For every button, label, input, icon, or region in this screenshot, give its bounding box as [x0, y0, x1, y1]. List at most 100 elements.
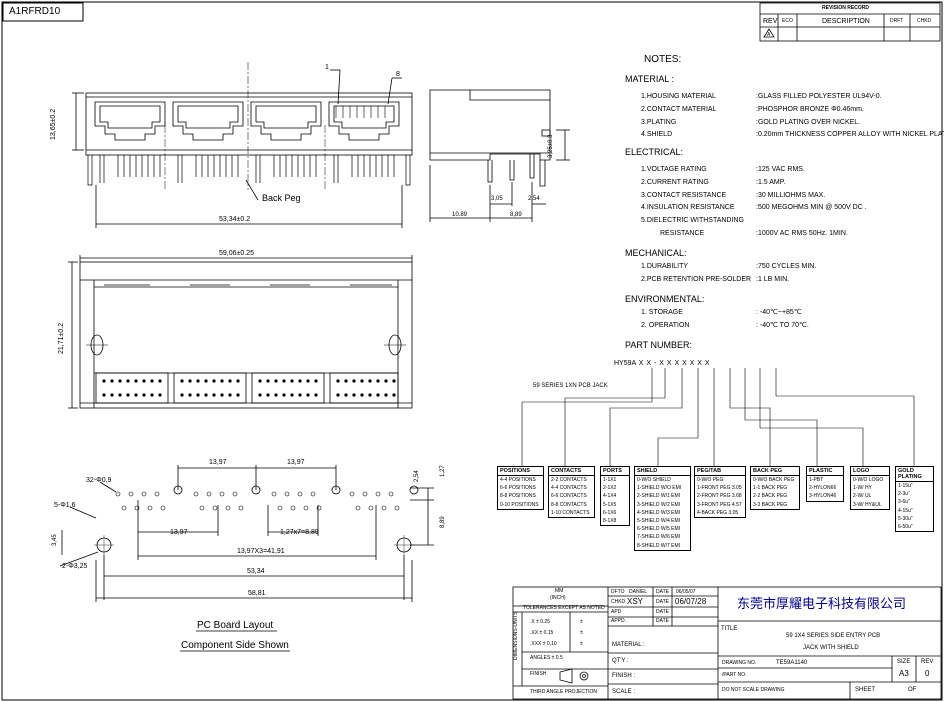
pcb-hole — [381, 505, 387, 511]
contact-dot — [360, 379, 364, 383]
contact-dot — [266, 379, 270, 383]
pcb-dim-13-97-a: 13,97 — [209, 459, 227, 466]
environmental-item-label: 1. STORAGE — [641, 309, 683, 316]
contact-dot — [344, 393, 348, 397]
option-box-item: 1-FRONT PEG 3.05 — [697, 485, 742, 492]
option-box-item: 1-15u" — [898, 483, 913, 489]
option-box-item: 0-W/O BACK PEG — [753, 477, 795, 483]
option-box-item: 2-W/ UL — [853, 493, 872, 500]
electrical-item-value: :30 MILLIOHMS MAX. — [756, 191, 826, 199]
option-box-item: 6-6 POSITIONS — [500, 485, 536, 492]
pcb-hole — [232, 491, 238, 497]
mechanical-heading: MECHANICAL: — [625, 248, 687, 258]
contact-dot — [150, 393, 154, 397]
part-number-heading: PART NUMBER: — [625, 340, 693, 350]
option-box-title: PORTS — [601, 467, 629, 476]
tb-date2-label: DATE — [656, 599, 669, 605]
option-box-item: 6-1X6 — [603, 509, 617, 516]
tb-dfto: DFTO — [611, 589, 625, 595]
dim-height-13-65: 13,65±0.2 — [50, 108, 57, 140]
contact-dot — [158, 393, 162, 397]
pcb-hole — [141, 491, 147, 497]
option-box-item: 4-4 CONTACTS — [551, 485, 587, 492]
back-peg-label: Back Peg — [262, 193, 301, 203]
contact-dot — [298, 393, 302, 397]
dim-width-53-34: 53,34±0.2 — [219, 216, 251, 223]
contact-dot — [314, 379, 318, 383]
option-box-item: 2-2 CONTACTS — [551, 477, 587, 483]
pcb-hole — [297, 491, 303, 497]
contact-dot — [196, 379, 200, 383]
contact-dot — [290, 393, 294, 397]
tb-drawing-no: TE59A1140 — [776, 660, 808, 666]
option-box-item: 8-8 CONTACTS — [551, 501, 587, 508]
environmental-heading: ENVIRONMENTAL: — [625, 294, 705, 304]
revision-col-description: DESCRIPTION — [822, 18, 870, 25]
option-box-item: 3-W/ HY&UL — [853, 501, 882, 508]
contact-dot — [266, 393, 270, 397]
contact-dot — [236, 393, 240, 397]
tb-dimensions-units: DIMENSIONS-UNITS — [513, 611, 519, 660]
tolerance-label: .XXX ± 0.10 — [530, 641, 557, 647]
option-box-item: 0-W/O LOGO — [853, 477, 884, 483]
material-item-value: :GOLD PLATING OVER NICKEL. — [756, 118, 861, 126]
pcb-hole — [284, 491, 290, 497]
pcb-hole — [154, 491, 160, 497]
pcb-hole — [310, 491, 316, 497]
material-item-label: 1.HOUSING MATERIAL — [641, 93, 716, 100]
tb-rev-label: REV — [921, 659, 934, 665]
dim-59-06: 59,06±0.25 — [219, 250, 254, 257]
contact-dot — [352, 393, 356, 397]
contact-dot — [376, 379, 380, 383]
tb-date2: 06/07/28 — [675, 597, 707, 606]
tb-chkd-name: XSY — [627, 597, 644, 606]
pcb-hole — [134, 505, 140, 511]
option-box-item: 3-HYLON46 — [809, 493, 837, 500]
option-box-item: 8-8 POSITIONS — [500, 493, 536, 500]
contact-dot — [228, 393, 232, 397]
contact-dot — [188, 393, 192, 397]
contact-dot — [204, 379, 208, 383]
contact-dot — [110, 379, 114, 383]
contact-dot — [368, 379, 372, 383]
pcb-hole — [316, 505, 322, 511]
environmental-item-value: : -40℃~+85℃ — [756, 309, 802, 316]
contact-dot — [376, 393, 380, 397]
contact-dot — [126, 393, 130, 397]
drawing-label: A1RFRD10 — [9, 6, 61, 17]
tb-company: 东莞市厚耀电子科技有限公司 — [737, 597, 907, 612]
mechanical-item-value: :750 CYCLES MIN. — [756, 263, 817, 270]
dim-21-71: 21,71±0.2 — [58, 322, 65, 354]
pcb-hole — [238, 505, 244, 511]
tb-dfto-name: DANIEL — [629, 589, 648, 595]
contact-dot — [392, 393, 396, 397]
contact-dot — [314, 393, 318, 397]
material-item-value: :0.20mm THICKNESS COPPER ALLOY WITH NICK… — [756, 131, 944, 139]
contact-8-label: 8 — [396, 71, 400, 78]
electrical-item-label: 2.CURRENT RATING — [641, 178, 709, 186]
electrical-item-label: 4.INSULATION RESISTANCE — [641, 204, 735, 212]
option-box-item: 2-3u" — [898, 491, 910, 498]
mechanical-item-label: 1.DURABILITY — [641, 263, 689, 270]
tb-date1-label: DATE — [656, 589, 669, 595]
tb-unit-label: MM — [555, 588, 564, 594]
contact-dot — [220, 379, 224, 383]
pcb-hole — [115, 491, 121, 497]
pcb-holes-32: 32-Φ0,9 — [86, 477, 112, 484]
dim-3-25: 3,25±0.3 — [548, 134, 554, 158]
tolerance-value: ± — [580, 641, 583, 647]
revision-col-drft: DRFT — [890, 18, 904, 24]
material-item-value: :PHOSPHOR BRONZE Φ0.46mm. — [756, 105, 864, 113]
dim-8-89: 8,89 — [510, 212, 522, 218]
tb-title-line2: JACK WITH SHIELD — [803, 645, 859, 651]
tb-appd: APPD. — [611, 618, 627, 624]
material-item-value: :GLASS FILLED POLYESTER UL94V-0. — [756, 93, 882, 100]
option-box-item: 2-1X2 — [603, 485, 617, 492]
part-number-series: 59 SERIES 1XN PCB JACK — [533, 383, 608, 389]
contact-dot — [134, 393, 138, 397]
